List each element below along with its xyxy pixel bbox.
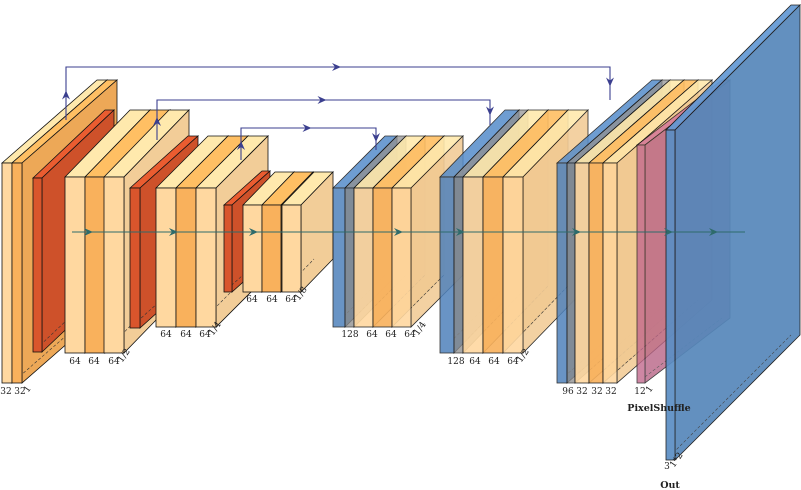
pixelshuffle-caption: PixelShuffle — [627, 403, 690, 414]
channel-label: 64 — [180, 330, 192, 340]
channel-label: 64 — [488, 357, 500, 367]
channel-label: 96 — [562, 387, 574, 397]
skip-connection — [62, 63, 614, 120]
channel-label: 64 — [366, 330, 378, 340]
skip-connection — [153, 96, 494, 140]
channel-label: 64 — [88, 357, 100, 367]
channel-label: 64 — [404, 330, 416, 340]
conv-layer — [281, 171, 334, 293]
channel-label: 64 — [160, 330, 172, 340]
channel-label: 64 — [469, 357, 481, 367]
channel-label: 64 — [108, 357, 120, 367]
channel-label: 32 — [0, 387, 11, 397]
skip-connection — [237, 124, 380, 160]
channel-label: 128 — [447, 357, 464, 367]
channel-label: 64 — [507, 357, 519, 367]
channel-label: 32 — [591, 387, 602, 397]
channel-label: 3 — [664, 462, 670, 472]
channel-label: 64 — [69, 357, 81, 367]
channel-label: 32 — [605, 387, 616, 397]
channel-label: 32 — [14, 387, 25, 397]
channel-label: 64 — [385, 330, 397, 340]
channel-label: 64 — [266, 295, 278, 305]
channel-label: 64 — [246, 295, 258, 305]
channel-label: 12 — [634, 387, 645, 397]
output-caption: Out — [660, 480, 680, 490]
channel-label: 32 — [576, 387, 587, 397]
size-label: 1 — [644, 384, 655, 394]
channel-label: 64 — [285, 295, 297, 305]
channel-label: 128 — [341, 330, 358, 340]
channel-label: 64 — [199, 330, 211, 340]
size-label: 1 — [22, 384, 33, 394]
